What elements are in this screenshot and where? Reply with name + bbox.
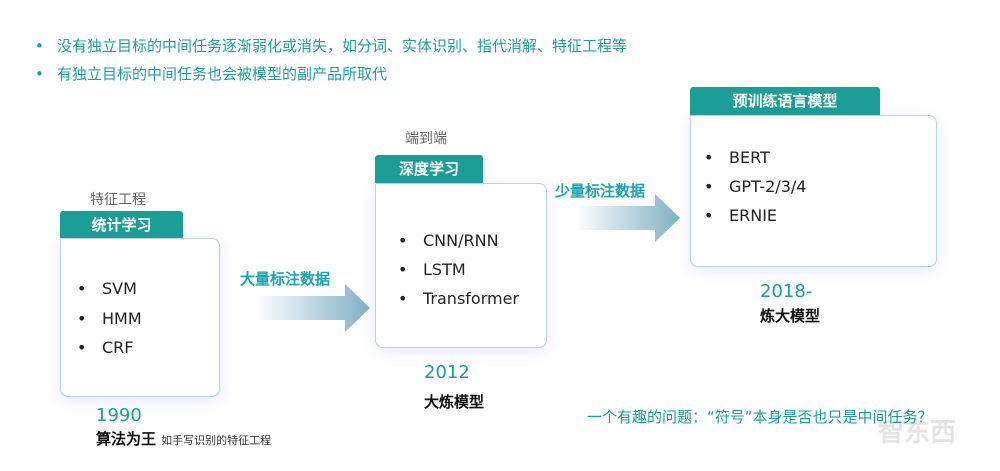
arrow-1: [255, 284, 370, 332]
stage1-above: 特征工程: [90, 192, 146, 208]
stage3-card: •BERT •GPT-2/3/4 •ERNIE: [690, 115, 937, 267]
stage1-tab: 统计学习: [60, 211, 183, 239]
stage2-tab: 深度学习: [375, 155, 483, 183]
stage3-year: 2018-: [760, 281, 813, 302]
bullet-text: 有独立目标的中间任务也会被模型的副产品所取代: [57, 65, 388, 83]
bullet-text: 没有独立目标的中间任务逐渐弱化或消失，如分词、实体识别、指代消解、特征工程等: [57, 37, 628, 55]
stage3-tab: 预训练语言模型: [690, 87, 880, 115]
stage1-caption: 算法为王 如手写识别的特征工程: [96, 430, 272, 448]
stage1-card: •SVM •HMM •CRF: [60, 238, 220, 397]
stage2-above: 端到端: [405, 131, 447, 147]
arrow-2: [575, 194, 680, 242]
stage2-card: •CNN/RNN •LSTM •Transformer: [375, 183, 547, 348]
stage2-title: 大炼模型: [424, 393, 485, 411]
list-item: •ERNIE: [704, 206, 778, 225]
stage2-year: 2012: [424, 362, 470, 383]
list-item: •SVM: [77, 279, 137, 298]
list-item: •HMM: [77, 309, 142, 328]
list-item: •BERT: [704, 148, 770, 167]
stage3-title: 炼大模型: [760, 307, 821, 325]
list-item: •Transformer: [398, 289, 520, 308]
list-item: •GPT-2/3/4: [704, 177, 807, 196]
list-item: •LSTM: [398, 260, 466, 279]
arrow-2-label: 少量标注数据: [555, 182, 646, 200]
list-item: •CRF: [77, 338, 134, 357]
watermark-logo: 智东西: [878, 418, 957, 448]
bullet-1: •没有独立目标的中间任务逐渐弱化或消失，如分词、实体识别、指代消解、特征工程等: [35, 37, 628, 55]
arrow-1-label: 大量标注数据: [240, 270, 331, 288]
bullet-2: •有独立目标的中间任务也会被模型的副产品所取代: [35, 65, 388, 83]
list-item: •CNN/RNN: [398, 231, 499, 250]
stage1-year: 1990: [96, 405, 142, 426]
question-text: 一个有趣的问题：“符号”本身是否也只是中间任务？: [587, 408, 933, 426]
